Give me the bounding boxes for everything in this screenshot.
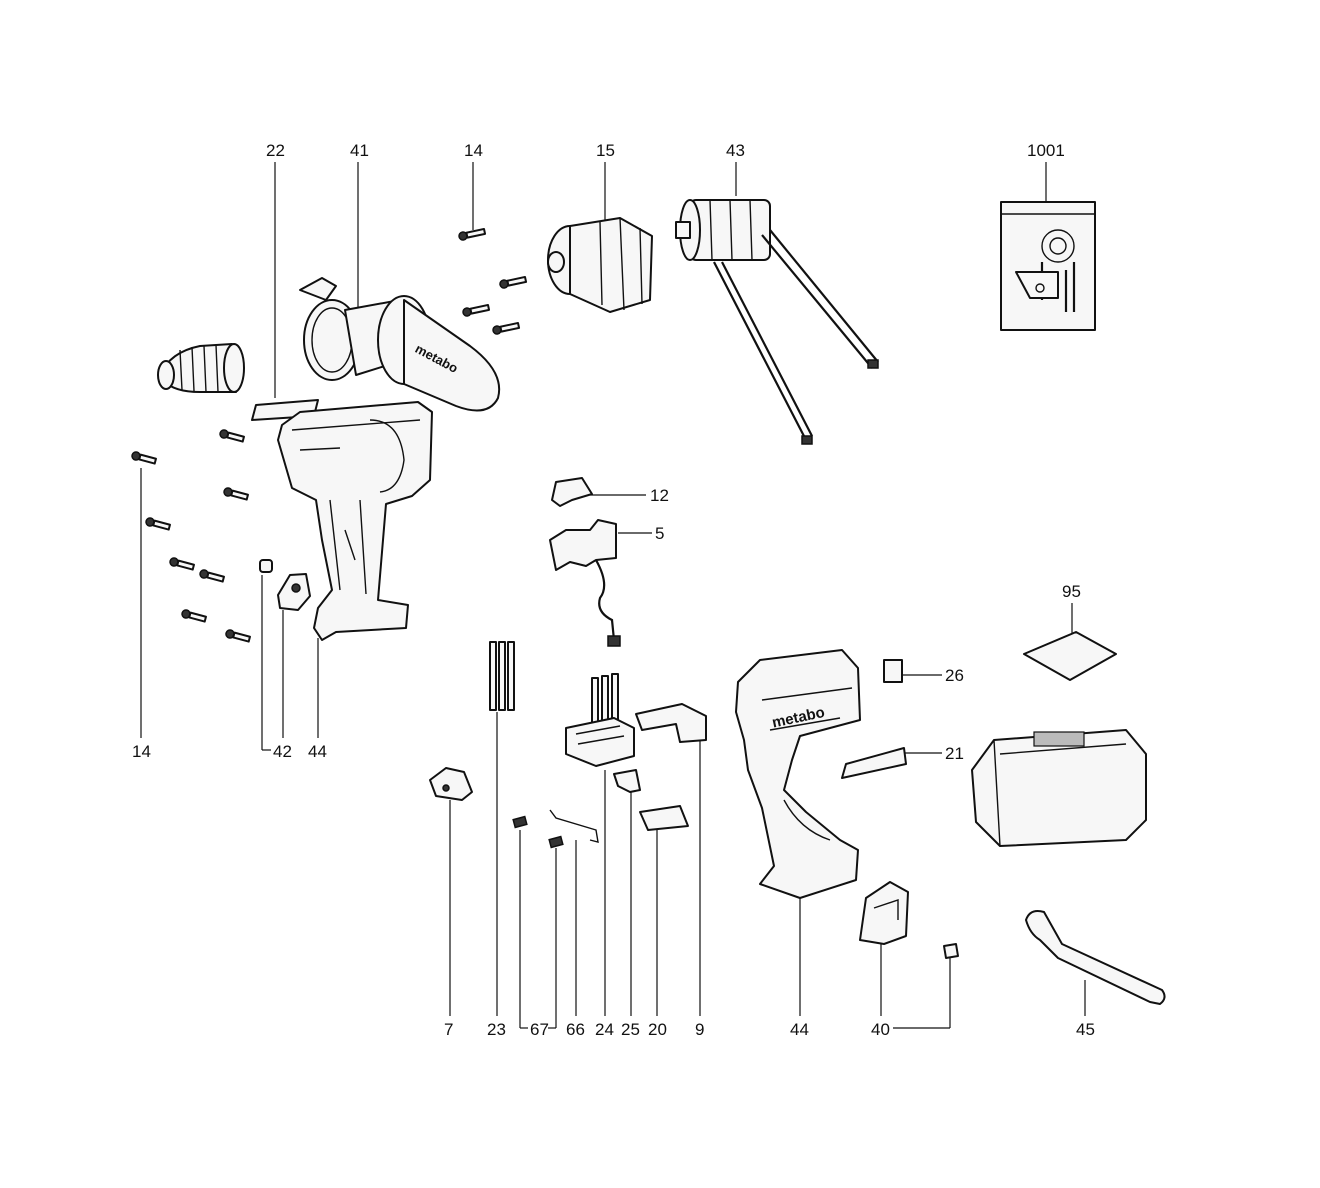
screws-left-group xyxy=(131,429,251,643)
part-labels: 22 41 14 15 43 1001 12 5 95 26 21 14 42 … xyxy=(132,141,1095,1039)
housing-half-lower-part: metabo xyxy=(735,649,861,899)
label-42: 42 xyxy=(273,742,292,761)
label-43: 43 xyxy=(726,141,745,160)
battery-pack-part xyxy=(971,729,1147,847)
bracket-part-9 xyxy=(635,703,707,743)
wiring-diagram-card xyxy=(1000,201,1096,331)
label-95: 95 xyxy=(1062,582,1081,601)
small-nut-part xyxy=(943,943,959,959)
label-26: 26 xyxy=(945,666,964,685)
drill-chuck-part xyxy=(157,343,245,393)
gearbox-part xyxy=(547,217,653,313)
label-7: 7 xyxy=(444,1020,453,1039)
bit-holder-part-40 xyxy=(859,881,909,945)
clip-part-25 xyxy=(613,769,641,793)
label-12: 12 xyxy=(650,486,669,505)
label-67: 67 xyxy=(530,1020,549,1039)
label-23: 23 xyxy=(487,1020,506,1039)
label-20: 20 xyxy=(648,1020,667,1039)
slider-part-12 xyxy=(551,477,593,507)
label-14-left: 14 xyxy=(132,742,151,761)
spanner-wrench-part-45 xyxy=(1025,910,1166,1005)
label-14-top: 14 xyxy=(464,141,483,160)
label-40: 40 xyxy=(871,1020,890,1039)
label-1001: 1001 xyxy=(1027,141,1065,160)
label-5: 5 xyxy=(655,524,664,543)
nut-part-42 xyxy=(259,559,311,611)
cap-part-7 xyxy=(429,767,473,801)
sticker-part-26 xyxy=(883,659,903,683)
electronics-module-part xyxy=(565,673,635,767)
label-21: 21 xyxy=(945,744,964,763)
label-44-upper: 44 xyxy=(308,742,327,761)
label-24: 24 xyxy=(595,1020,614,1039)
label-41: 41 xyxy=(350,141,369,160)
label-45: 45 xyxy=(1076,1020,1095,1039)
springs-part-67 xyxy=(512,815,564,849)
housing-half-upper-part xyxy=(277,401,433,641)
belt-clip-part-95 xyxy=(1023,631,1117,681)
switch-part-5 xyxy=(549,519,621,647)
label-66: 66 xyxy=(566,1020,585,1039)
label-sticker-21 xyxy=(841,747,907,779)
label-22: 22 xyxy=(266,141,285,160)
label-15: 15 xyxy=(596,141,615,160)
spring-clip-part-66 xyxy=(549,809,599,843)
motor-part xyxy=(675,199,879,445)
label-25: 25 xyxy=(621,1020,640,1039)
rods-part-23 xyxy=(489,641,515,711)
side-handle-part: metabo xyxy=(299,277,501,412)
label-9: 9 xyxy=(695,1020,704,1039)
pad-part-20 xyxy=(639,805,689,831)
label-44-lower: 44 xyxy=(790,1020,809,1039)
leader-lines xyxy=(140,162,1086,1029)
screws-top-group xyxy=(458,227,528,335)
